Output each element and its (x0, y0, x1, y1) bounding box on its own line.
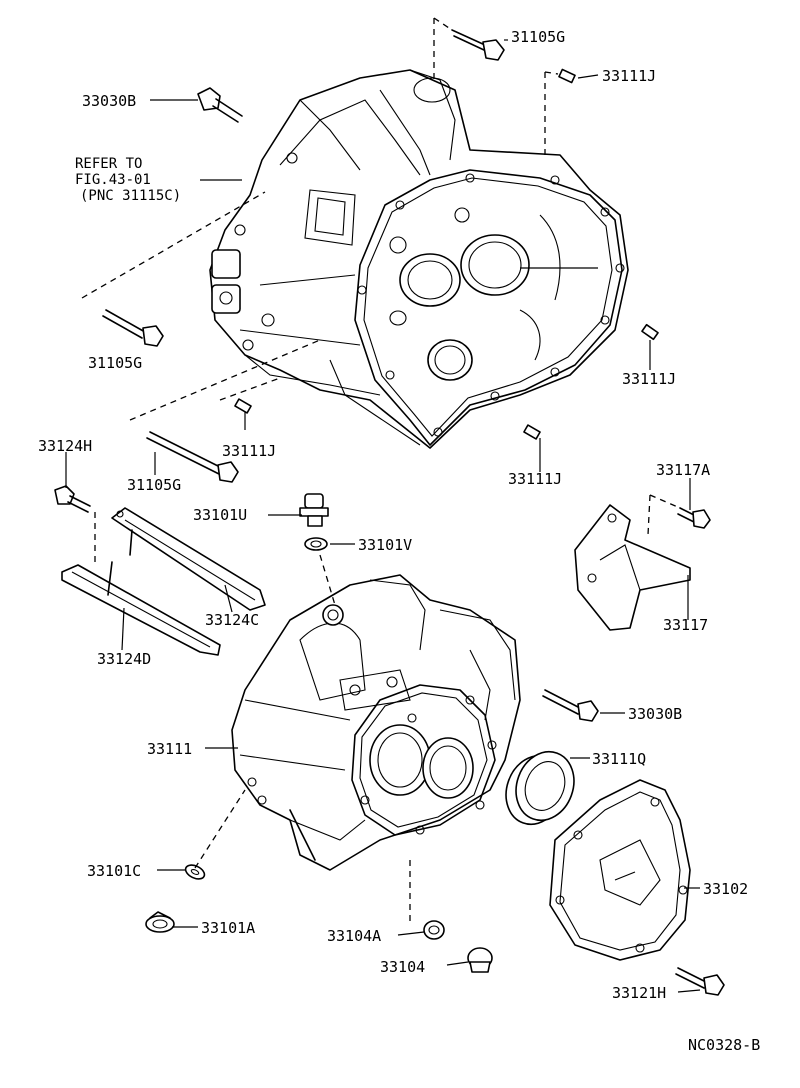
part-label-33111j-lower: 33111J (508, 470, 562, 488)
part-label-33101u: 33101U (193, 506, 247, 524)
bracket (574, 504, 691, 631)
bolt-33030b-top (197, 87, 243, 123)
stiffener-plate-33124d (61, 561, 221, 656)
clip-33101a (145, 911, 175, 933)
part-label-33117: 33117 (663, 616, 708, 634)
part-label-33124h: 33124H (38, 437, 92, 455)
assembly-lines (81, 17, 681, 925)
transaxle-housing-upper (209, 69, 629, 449)
pin-33111j-top (558, 68, 576, 84)
bolt-31105g-bottom (146, 431, 239, 483)
part-label-31105g-bottom: 31105G (127, 476, 181, 494)
bolt-33030b-mid (542, 689, 599, 722)
oil-seal (505, 750, 575, 826)
part-label-33104: 33104 (380, 958, 425, 976)
bolt-33124h (54, 485, 91, 513)
part-label-33104a: 33104A (327, 927, 381, 945)
pin-33111j-mid (234, 398, 252, 414)
part-label-33111j-mid: 33111J (222, 442, 276, 460)
part-label-33111: 33111 (147, 740, 192, 758)
gasket-33101c (184, 864, 206, 880)
part-label-33117a: 33117A (656, 461, 710, 479)
part-label-31105g-left: 31105G (88, 354, 142, 372)
refer-note-line-1: REFER TO (75, 156, 142, 172)
refer-note: REFER TO FIG.43-01 (PNC 31115C) (75, 156, 181, 204)
part-label-33101a: 33101A (201, 919, 255, 937)
part-label-33111q: 33111Q (592, 750, 646, 768)
part-label-33030b-top: 33030B (82, 92, 136, 110)
diagram-code: NC0328-B (688, 1036, 760, 1054)
transmission-case (231, 574, 521, 871)
refer-note-line-2: FIG.43-01 (75, 172, 151, 188)
plug-33104 (467, 947, 493, 973)
part-label-33102: 33102 (703, 880, 748, 898)
case-cover (549, 779, 691, 961)
bolt-31105g-left (102, 309, 164, 347)
part-label-33124d: 33124D (97, 650, 151, 668)
part-label-33101v: 33101V (358, 536, 412, 554)
part-label-33124c: 33124C (205, 611, 259, 629)
part-label-33101c: 33101C (87, 862, 141, 880)
gasket-33101v (304, 537, 328, 551)
leader-lines (65, 39, 701, 993)
bolt-33117a (677, 507, 711, 529)
part-label-33121h: 33121H (612, 984, 666, 1002)
drain-plug-33101u (299, 493, 329, 527)
part-label-31105g-top: 31105G (511, 28, 565, 46)
part-label-33111j-right: 33111J (622, 370, 676, 388)
bolt-31105g-top (451, 29, 505, 61)
pin-33111j-right (641, 323, 659, 341)
refer-note-line-3: (PNC 31115C) (80, 188, 181, 204)
part-label-33111j-top: 33111J (602, 67, 656, 85)
part-label-33030b-mid: 33030B (628, 705, 682, 723)
bolt-33121h (675, 967, 725, 996)
part-labels: 31105G 33111J 33030B 31105G 33111J 33124… (38, 28, 760, 1054)
pin-33111j-lower (523, 424, 541, 440)
gasket-33104a (423, 920, 445, 940)
